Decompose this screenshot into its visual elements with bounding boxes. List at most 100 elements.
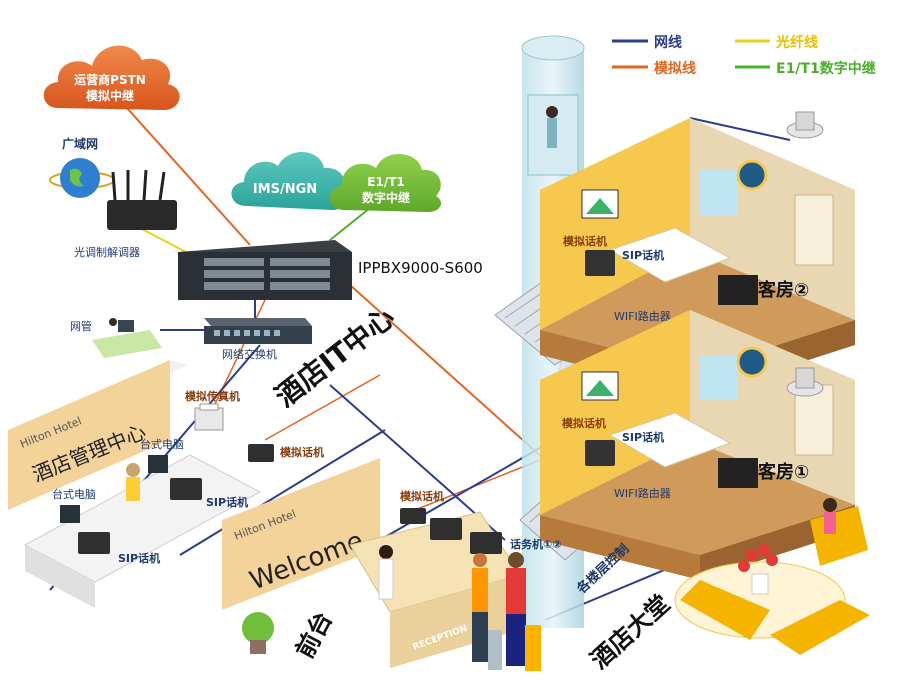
lobby-sofa-right xyxy=(770,600,870,655)
operator-label: 话务机①② xyxy=(510,537,562,551)
room1-name: 客房① xyxy=(758,461,809,483)
e1-cloud: E1/T1 数字中继 xyxy=(329,153,442,212)
front-desk: Hilton Hotel Welcome 模拟话机 话务机①② RECEPTIO… xyxy=(222,458,562,671)
room2-bed xyxy=(608,227,732,283)
it-center-label: 酒店IT中心 xyxy=(269,300,401,413)
mgmt-staff xyxy=(126,463,140,477)
modem-label: 光调制解调器 xyxy=(74,245,140,259)
modem-body xyxy=(107,200,177,230)
room1-back-left xyxy=(540,310,690,515)
wan-label: 广域网 xyxy=(62,136,98,151)
globe-land xyxy=(70,168,84,187)
optical-modem: 光调制解调器 xyxy=(74,169,177,259)
lobby-guest xyxy=(823,498,837,512)
pc1-icon xyxy=(148,455,168,473)
room1-bed xyxy=(608,412,732,468)
sip1-phone-icon xyxy=(170,478,202,500)
room1-door xyxy=(794,384,834,456)
e1-cloud-label-1: E1/T1 xyxy=(367,175,404,189)
pc2-icon xyxy=(60,505,80,523)
pstn-cloud-label-2: 模拟中继 xyxy=(86,88,134,103)
potted-plant-icon xyxy=(242,612,274,654)
room1-phone-icon xyxy=(585,440,615,466)
room2-mirror xyxy=(736,159,768,191)
analog-line-to-elevator xyxy=(349,284,546,461)
pc2-label: 台式电脑 xyxy=(52,487,96,501)
switch-label: 网络交换机 xyxy=(222,347,277,361)
room1-tv xyxy=(718,458,758,488)
room2-phone-icon xyxy=(585,250,615,276)
ippbx-device: IPPBX9000-S600 xyxy=(178,240,483,300)
analog-line-mgmt-phone xyxy=(264,374,381,441)
room1-wifi-label: WIFI路由器 xyxy=(614,486,671,500)
pstn-cloud-label-1: 运营商PSTN xyxy=(74,72,146,87)
network-admin: 网管 xyxy=(70,318,162,358)
room2-shower xyxy=(700,170,738,215)
fax-label: 模拟传真机 xyxy=(185,389,240,403)
pbx-model-label: IPPBX9000-S600 xyxy=(358,259,483,277)
room2-analog-label: 模拟话机 xyxy=(563,234,607,248)
cloud-shape xyxy=(231,151,346,210)
legend-label-network: 网线 xyxy=(654,34,682,51)
room2-back-right xyxy=(690,118,855,320)
suitcase1 xyxy=(488,630,502,670)
operator-phone2-icon xyxy=(470,532,502,554)
sip2-label: SIP话机 xyxy=(118,551,160,565)
mgmt-sign-board xyxy=(8,360,170,510)
legend-label-analog: 模拟线 xyxy=(654,60,696,77)
room1-mirror xyxy=(736,346,768,378)
fd-analog-label: 模拟话机 xyxy=(400,489,444,503)
lobby-label: 酒店大堂 xyxy=(585,589,675,674)
room2-door xyxy=(794,194,834,266)
room-net-line xyxy=(689,117,791,141)
admin-desk xyxy=(92,330,162,358)
admin-label: 网管 xyxy=(70,319,92,333)
legend-label-fiber: 光纤线 xyxy=(775,34,818,51)
elevator-top xyxy=(521,35,585,61)
mgmt-analog-phone-icon xyxy=(248,444,274,462)
legend: 网线 光纤线 模拟线 E1/T1数字中继 xyxy=(612,34,876,77)
management-center: Hilton Hotel 酒店管理中心 模拟传真机 台式电脑 台式电脑 模拟话机… xyxy=(8,360,324,608)
operator-phone1-icon xyxy=(430,518,462,540)
room1-floor xyxy=(540,440,855,555)
room2-name: 客房② xyxy=(758,279,809,301)
globe-icon xyxy=(60,158,100,198)
room1-shower xyxy=(700,355,738,400)
cloud-shape xyxy=(43,45,180,110)
guest1 xyxy=(473,553,487,567)
admin-monitor xyxy=(118,320,134,332)
room2-sip-label: SIP话机 xyxy=(622,248,664,262)
e1-cloud-label-2: 数字中继 xyxy=(362,190,410,205)
pstn-cloud: 运营商PSTN 模拟中继 xyxy=(43,45,180,110)
frontdesk-title: 前台 xyxy=(291,607,338,663)
room1-analog-label: 模拟话机 xyxy=(562,416,606,430)
net-line-mgmt-sip xyxy=(179,429,386,556)
sip2-phone-icon xyxy=(78,532,110,554)
wan-globe: 广域网 xyxy=(49,136,115,198)
legend-label-e1: E1/T1数字中继 xyxy=(776,60,876,77)
room2-wifi-label: WIFI路由器 xyxy=(614,309,671,323)
admin-person xyxy=(109,318,117,326)
lobby-sofa-left xyxy=(680,580,770,640)
ims-cloud: IMS/NGN xyxy=(231,151,346,210)
cloud-shape xyxy=(329,153,442,212)
flower-vase-icon xyxy=(738,544,778,595)
room2-tv xyxy=(718,275,758,305)
welcome-board xyxy=(222,458,380,610)
net-line-floors xyxy=(379,444,546,541)
room1-sip-label: SIP话机 xyxy=(622,430,664,444)
room-1: 模拟话机 SIP话机 WIFI路由器 客房① xyxy=(540,310,855,580)
elevator-person xyxy=(546,106,558,118)
guest2 xyxy=(508,552,524,568)
ims-cloud-label: IMS/NGN xyxy=(253,182,317,197)
mgmt-analog-label: 模拟话机 xyxy=(280,445,324,459)
analog-line-pstn xyxy=(117,97,251,246)
pc1-label: 台式电脑 xyxy=(140,437,184,451)
sip1-label: SIP话机 xyxy=(206,495,248,509)
suitcase2 xyxy=(525,625,541,671)
room2-back-left xyxy=(540,118,690,330)
room2-floor xyxy=(540,250,855,370)
fax-icon xyxy=(194,407,224,431)
